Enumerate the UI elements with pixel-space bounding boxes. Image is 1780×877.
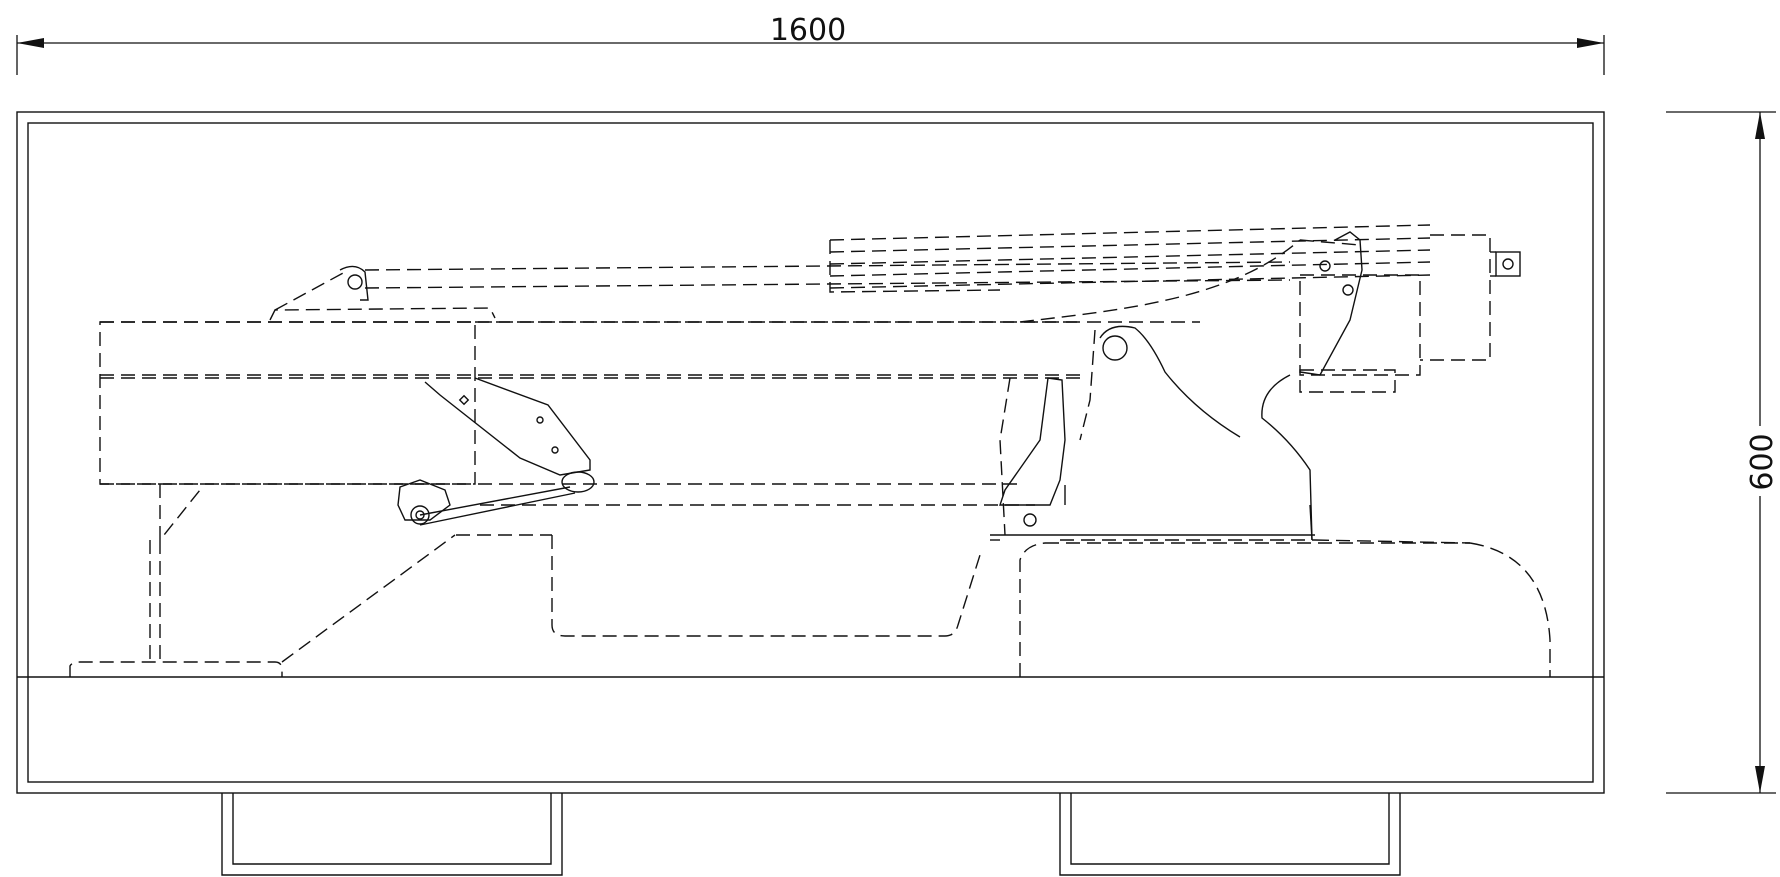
hinge-pin-icon xyxy=(347,274,363,290)
bracket-pin-icon xyxy=(1023,513,1037,527)
left-foot xyxy=(221,793,563,876)
end-cap xyxy=(1495,251,1521,277)
center-bracket xyxy=(999,377,1066,506)
left-hinge xyxy=(339,265,369,301)
motor xyxy=(397,479,451,521)
right-bracket xyxy=(1299,231,1363,376)
arrow-down-icon xyxy=(1755,766,1765,793)
arrow-up-icon xyxy=(1755,112,1765,139)
width-dimension: 1600 xyxy=(16,13,1605,75)
pivot-bolt-icon xyxy=(1102,335,1128,361)
right-foot xyxy=(1059,793,1401,876)
height-dimension: 600 xyxy=(1666,111,1780,794)
height-dimension-label: 600 xyxy=(1745,433,1780,490)
width-dimension-label: 1600 xyxy=(770,13,846,48)
arrow-right-icon xyxy=(1577,38,1604,48)
arrow-left-icon xyxy=(17,38,44,48)
outer-box xyxy=(16,111,1605,794)
folded-machine-outline xyxy=(69,224,1551,677)
linkage-plate xyxy=(424,377,591,476)
cam-curve xyxy=(1099,325,1241,438)
mechanism-solid-parts xyxy=(339,231,1521,541)
